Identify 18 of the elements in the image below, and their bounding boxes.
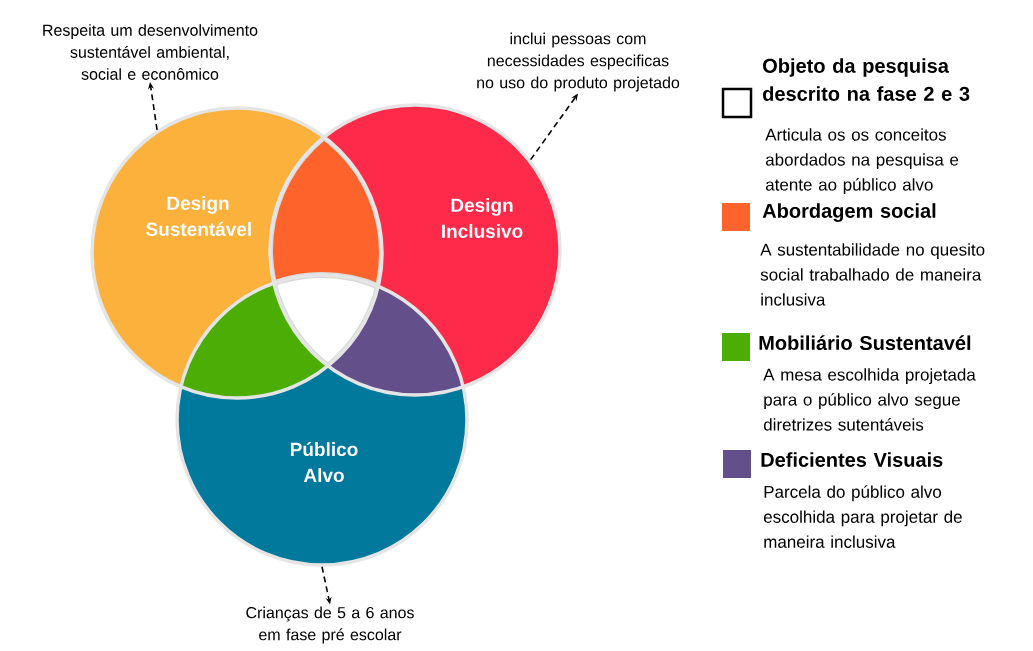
note-text: Crianças de 5 a 6 anos em fase pré escolar [246, 606, 414, 644]
legend-heading: Objeto da pesquisa descrito na fase 2 e 3 [763, 58, 970, 101]
legend-description: Articula os os conceitos abordados na pesquisa e atente ao público alvo [765, 128, 959, 195]
circle-label: Público Alvo [290, 441, 358, 483]
legend-heading: Abordagem social [762, 203, 936, 222]
venn-circle [90, 106, 384, 400]
legend-description: A mesa escolhida projetada para o público alvo segue diretrizes sutentáveis [763, 368, 976, 431]
note-text: Respeita um desenvolvimento sustentável ambiental, social e econômico [43, 24, 258, 80]
circle-label: Design Sustentável [146, 196, 251, 236]
circle-label: Design Inclusivo [442, 198, 523, 238]
legend-heading: Deficientes Visuais [761, 452, 943, 467]
legend-description: Parcela do público alvo escolhida para projetar de maneira inclusiva [763, 485, 962, 548]
note-text: inclui pessoas com necessidades especificas no uso do produto projetado [477, 32, 680, 92]
legend-heading: Mobiliário Sustentavél [759, 335, 971, 351]
venn-circle [175, 273, 469, 567]
legend-description: A sustentabilidade no quesito social trabalhado de maneira inclusiva [760, 243, 985, 306]
arrow [148, 82, 158, 131]
venn-circle [268, 103, 562, 397]
